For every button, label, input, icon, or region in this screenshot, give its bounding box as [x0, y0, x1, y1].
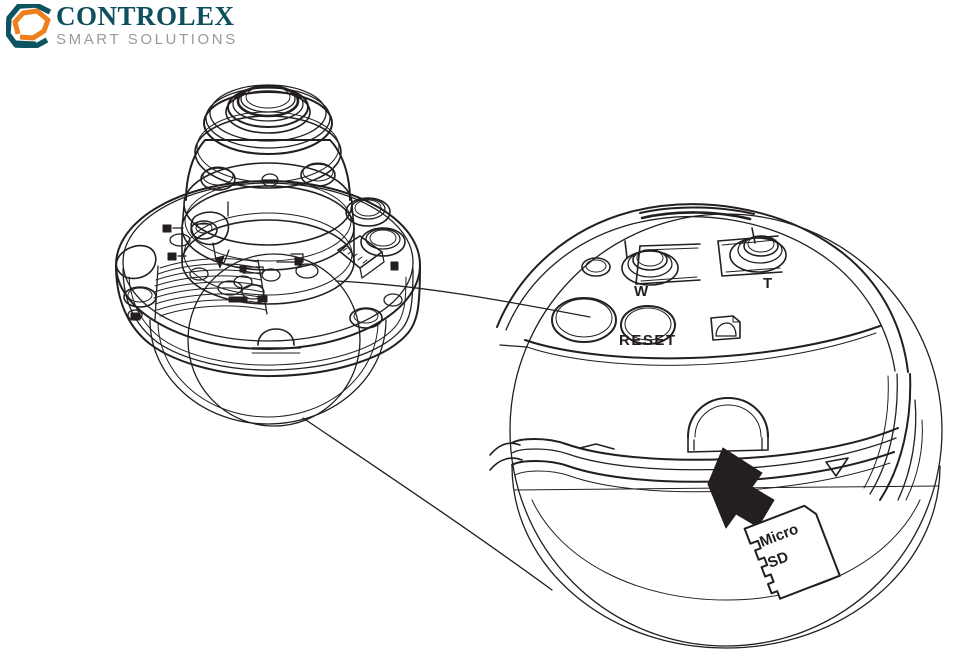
brand-logo-text: CONTROLEX SMART SOLUTIONS: [56, 2, 256, 50]
brand-logo: CONTROLEX SMART SOLUTIONS: [5, 2, 256, 52]
camera-vent-fins: [153, 258, 268, 321]
detail-circle: [509, 213, 943, 647]
camera-sd-door-overview: [251, 328, 301, 354]
sd-door-detail: [687, 397, 769, 453]
camera-detail-view: Micro SD W T RESET: [489, 203, 943, 649]
callout-circle: [187, 253, 361, 427]
micro-sd-card-icon: [743, 504, 841, 600]
label-reset: RESET: [619, 332, 677, 349]
detail-top-face: [496, 203, 909, 373]
camera-board-components: [162, 201, 319, 303]
controlex-hexagon-logo-icon: [5, 2, 54, 49]
label-wide: W: [634, 283, 649, 300]
brand-title: CONTROLEX: [56, 1, 235, 31]
detail-housing-body: [863, 373, 923, 501]
sd-slot-icon: [710, 315, 741, 341]
brand-subtitle: SMART SOLUTIONS: [56, 31, 238, 48]
camera-overview-view: [115, 84, 421, 427]
label-tele: T: [763, 275, 772, 292]
callout-leader-lines: [302, 280, 591, 591]
camera-edge-cutouts: [115, 244, 403, 329]
sd-card-label-line2: SD: [765, 548, 791, 571]
camera-dome-bubble: [149, 319, 387, 425]
camera-lens-turret: [181, 84, 355, 305]
detail-rim-band: [489, 397, 899, 493]
camera-connector-ports: [337, 197, 406, 279]
